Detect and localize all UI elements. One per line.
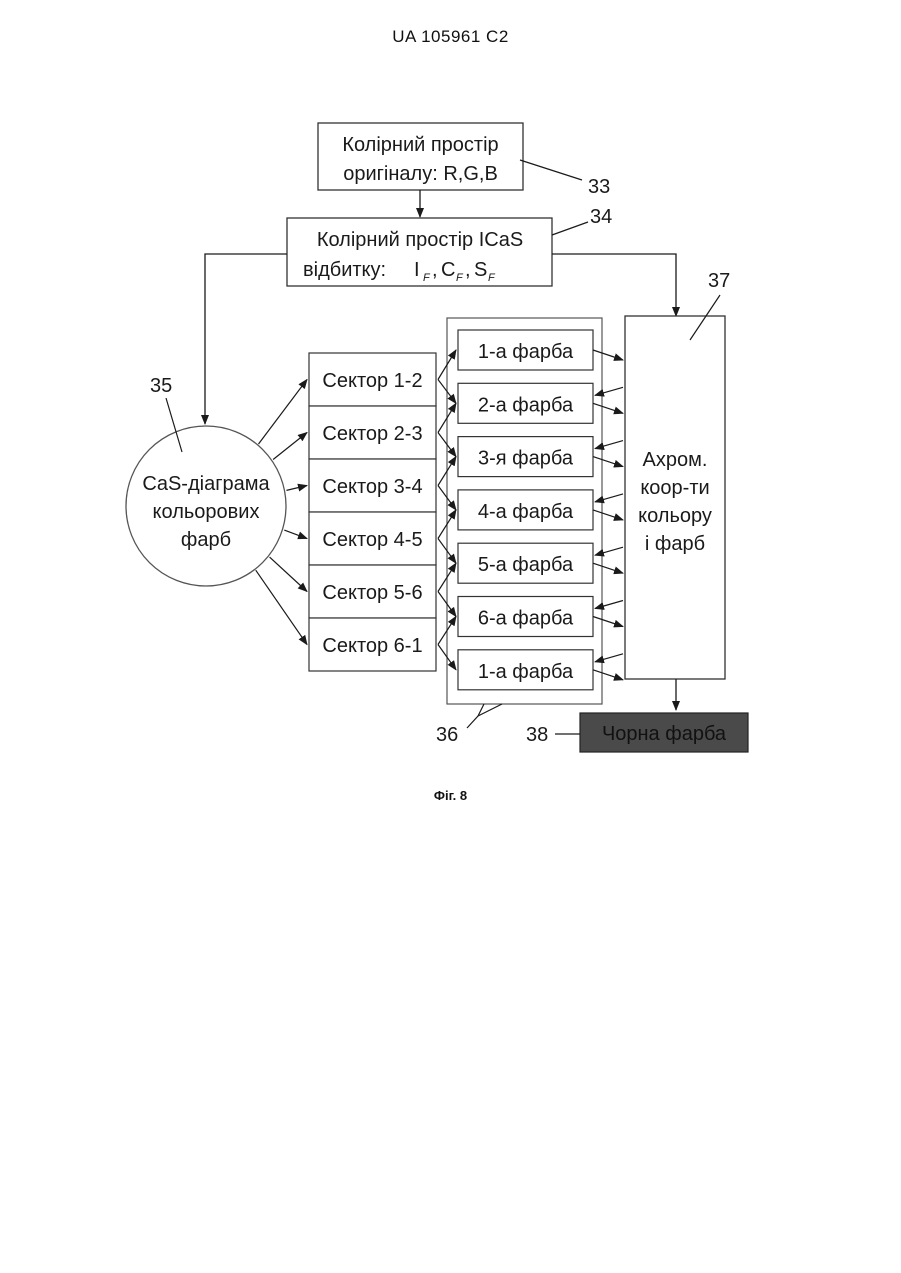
cas-diagram-line1: CaS-діаграма bbox=[142, 473, 270, 495]
ref-35: 35 bbox=[150, 375, 172, 397]
arrow-ink-to-achromatic bbox=[593, 670, 623, 680]
ink-label: 3-я фарба bbox=[478, 448, 574, 470]
arrow-ink-to-achromatic bbox=[593, 617, 623, 627]
original-colorspace-line2: оригіналу: R,G,B bbox=[343, 163, 498, 185]
ink-label: 1-а фарба bbox=[478, 661, 574, 683]
cas-diagram-line2: кольорових bbox=[153, 501, 260, 523]
arrow-diagram-to-sector bbox=[284, 530, 307, 538]
arrow-ink-to-achromatic bbox=[593, 563, 623, 573]
print-colorspace-line1: Колірний простір ICaS bbox=[317, 229, 523, 251]
var-I: I bbox=[414, 259, 420, 281]
print-colorspace-prefix: відбитку: bbox=[303, 259, 386, 281]
achromatic-line4: і фарб bbox=[645, 533, 705, 555]
cas-diagram-line3: фарб bbox=[181, 529, 231, 551]
sector-label: Сектор 6-1 bbox=[322, 635, 422, 657]
sector-label: Сектор 2-3 bbox=[322, 423, 422, 445]
arrow-achromatic-to-ink bbox=[595, 547, 623, 555]
arrow-achromatic-to-ink bbox=[595, 601, 623, 609]
ref-36-brace bbox=[467, 704, 484, 728]
achromatic-line1: Ахром. bbox=[643, 449, 708, 471]
ref-38: 38 bbox=[526, 724, 548, 746]
ink-label: 5-а фарба bbox=[478, 554, 574, 576]
ink-label: 4-а фарба bbox=[478, 501, 574, 523]
ref-33-leader bbox=[520, 160, 582, 180]
arrow-achromatic-to-ink bbox=[595, 494, 623, 502]
ref-34-leader bbox=[552, 222, 588, 235]
ref-34: 34 bbox=[590, 206, 612, 228]
ref-33: 33 bbox=[588, 176, 610, 198]
ink-output-arrows bbox=[593, 350, 623, 680]
ink-label: 1-а фарба bbox=[478, 341, 574, 363]
arrow-print-to-diagram bbox=[205, 254, 287, 424]
ink-label: 2-а фарба bbox=[478, 394, 574, 416]
arrow-ink-to-achromatic bbox=[593, 403, 623, 413]
arrow-diagram-to-sector bbox=[259, 380, 307, 444]
arrow-ink-to-achromatic bbox=[593, 350, 623, 360]
sector-label: Сектор 1-2 bbox=[322, 370, 422, 392]
ink-column: 1-а фарба 2-а фарба 3-я фарба 4-а фарба 5-а … bbox=[438, 330, 593, 690]
ink-label: 6-а фарба bbox=[478, 608, 574, 630]
arrow-diagram-to-sector bbox=[286, 486, 307, 491]
arrow-print-to-achromatic bbox=[552, 254, 676, 316]
arrow-diagram-to-sector bbox=[270, 557, 307, 591]
figure-caption: Фіг. 8 bbox=[0, 788, 901, 803]
arrow-diagram-to-sector bbox=[256, 570, 307, 644]
sector-label: Сектор 4-5 bbox=[322, 529, 422, 551]
ref-36: 36 bbox=[436, 724, 458, 746]
comma-1: , bbox=[432, 259, 438, 281]
arrow-ink-to-achromatic bbox=[593, 510, 623, 520]
arrow-achromatic-to-ink bbox=[595, 387, 623, 395]
black-ink-label: Чорна фарба bbox=[602, 723, 727, 745]
var-S: S bbox=[474, 259, 487, 281]
arrow-ink-to-achromatic bbox=[593, 457, 623, 467]
arrow-achromatic-to-ink bbox=[595, 441, 623, 449]
arrow-achromatic-to-ink bbox=[595, 654, 623, 662]
sector-label: Сектор 3-4 bbox=[322, 476, 422, 498]
comma-2: , bbox=[465, 259, 471, 281]
var-C: C bbox=[441, 259, 455, 281]
arrow-diagram-to-sector bbox=[273, 433, 307, 460]
ref-37: 37 bbox=[708, 270, 730, 292]
original-colorspace-line1: Колірний простір bbox=[342, 134, 498, 156]
achromatic-line2: коор-ти bbox=[640, 477, 709, 499]
achromatic-line3: кольору bbox=[638, 505, 712, 527]
sector-label: Сектор 5-6 bbox=[322, 582, 422, 604]
